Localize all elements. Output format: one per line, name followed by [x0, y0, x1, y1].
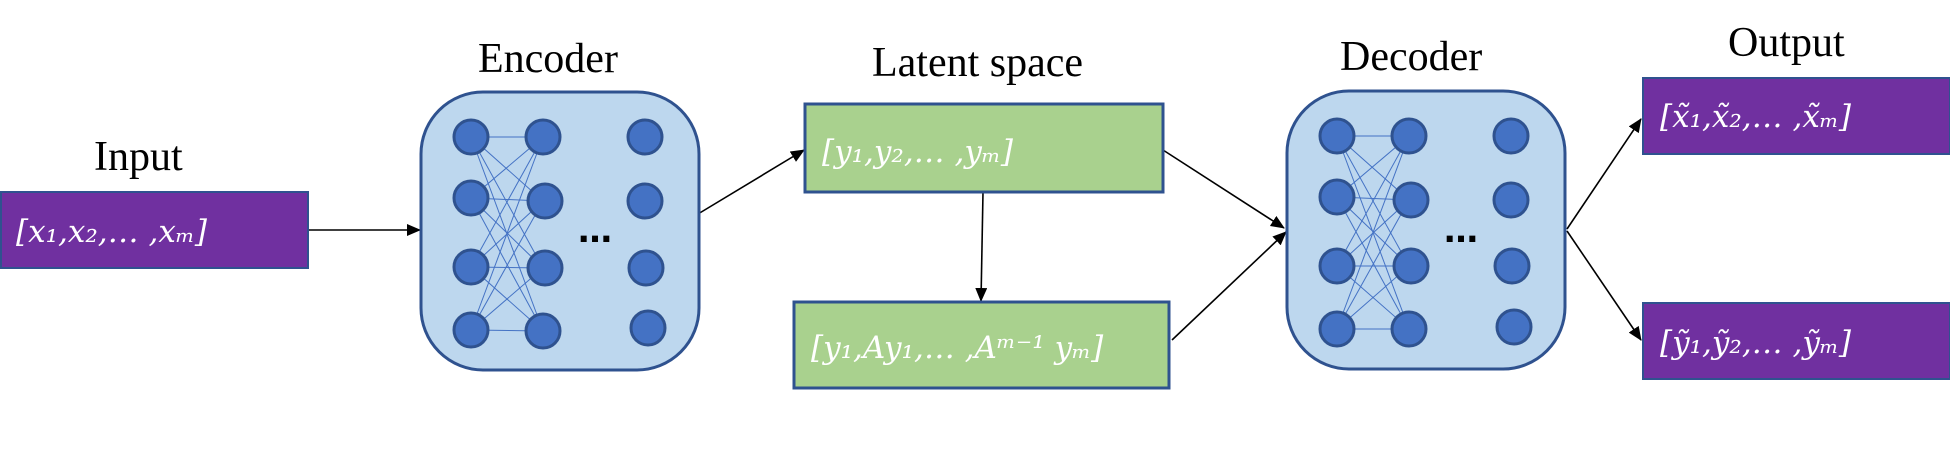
encoder-node — [524, 118, 562, 156]
arrow-latent-to-decoder — [1162, 149, 1285, 229]
decoder-network: … — [1285, 89, 1567, 371]
label-decoder: Decoder — [1340, 34, 1482, 80]
decoder-background — [1285, 89, 1567, 371]
input-vector-text: [x₁,x₂,… ,xₘ] — [16, 214, 208, 250]
krylov-vector-box: [y₁,Ay₁,… ,Aᵐ⁻¹ yₘ] — [792, 300, 1171, 390]
decoder-node — [1492, 117, 1530, 155]
decoder-node — [1318, 178, 1356, 216]
output-x-box: [x̃₁,x̃₂,… ,x̃ₘ] — [1642, 77, 1950, 155]
encoder-node — [626, 118, 664, 156]
output-y-box: [ỹ₁,ỹ₂,… ,ỹₘ] — [1642, 302, 1950, 380]
decoder-node — [1318, 310, 1356, 348]
encoder-node — [629, 309, 667, 347]
decoder-node — [1390, 117, 1428, 155]
arrow-decoder-to-output-y — [1566, 230, 1642, 341]
decoder-node — [1392, 247, 1430, 285]
arrow-krylov-to-decoder — [1171, 231, 1287, 341]
decoder-node — [1392, 181, 1430, 219]
output-x-text: [x̃₁,x̃₂,… ,x̃ₘ] — [1660, 99, 1852, 135]
arrow-encoder-to-latent — [697, 149, 805, 215]
decoder-node — [1390, 310, 1428, 348]
encoder-node — [452, 248, 490, 286]
latent-vector-text: [y₁,y₂,… ,yₘ] — [822, 134, 1014, 170]
arrows — [308, 118, 1642, 341]
encoder-node — [524, 312, 562, 350]
label-encoder: Encoder — [478, 36, 618, 82]
label-input: Input — [94, 134, 183, 180]
label-latent-space: Latent space — [872, 40, 1083, 86]
encoder-node — [452, 311, 490, 349]
label-output: Output — [1728, 20, 1845, 66]
arrow-decoder-to-output-x — [1566, 118, 1642, 230]
arrow-latent-to-krylov — [975, 191, 988, 302]
decoder-ellipsis: … — [1444, 211, 1478, 251]
encoder-node — [526, 249, 564, 287]
decoder-node — [1493, 247, 1531, 285]
output-y-text: [ỹ₁,ỹ₂,… ,ỹₘ] — [1660, 325, 1852, 361]
krylov-vector-text: [y₁,Ay₁,… ,Aᵐ⁻¹ yₘ] — [811, 330, 1104, 366]
encoder-node — [452, 179, 490, 217]
latent-vector-box: [y₁,y₂,… ,yₘ] — [803, 102, 1165, 194]
decoder-node — [1318, 247, 1356, 285]
encoder-node — [452, 118, 490, 156]
decoder-node — [1492, 181, 1530, 219]
encoder-node — [526, 182, 564, 220]
decoder-node — [1495, 308, 1533, 346]
decoder-node — [1318, 117, 1356, 155]
encoder-network: … — [419, 90, 701, 372]
encoder-node — [626, 182, 664, 220]
encoder-ellipsis: … — [578, 211, 612, 251]
input-vector-box: [x₁,x₂,… ,xₘ] — [0, 191, 309, 269]
encoder-node — [627, 249, 665, 287]
encoder-background — [419, 90, 701, 372]
